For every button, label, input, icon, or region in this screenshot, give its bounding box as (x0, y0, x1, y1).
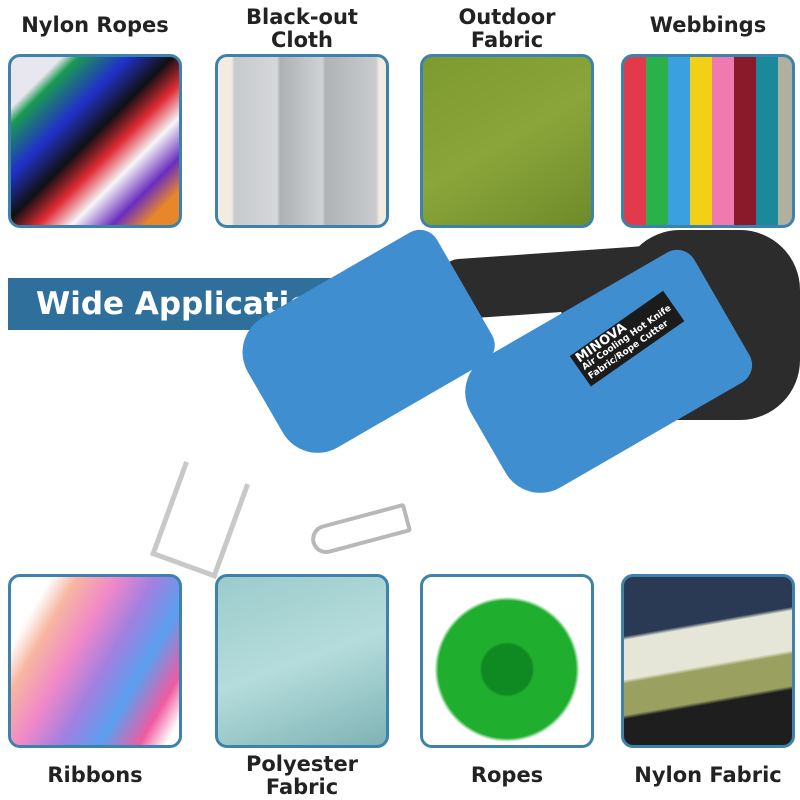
tile-polyester-fabric (215, 574, 389, 748)
label-polyester-fabric: Polyester Fabric (245, 752, 359, 799)
tile-nylon-ropes (8, 54, 182, 228)
tile-webbings (621, 54, 795, 228)
label-ropes: Ropes (470, 763, 544, 787)
label-nylon-fabric: Nylon Fabric (634, 763, 782, 787)
label-nylon-ropes: Nylon Ropes (21, 13, 169, 37)
tile-outdoor-fabric (420, 54, 594, 228)
tile-ropes (420, 574, 594, 748)
label-ribbons: Ribbons (47, 763, 143, 787)
label-blackout-cloth: Black-out Cloth (246, 5, 358, 52)
label-outdoor-fabric: Outdoor Fabric (458, 5, 556, 52)
tile-ribbons (8, 574, 182, 748)
tile-nylon-fabric (621, 574, 795, 748)
tile-blackout-cloth (215, 54, 389, 228)
label-webbings: Webbings (649, 13, 767, 37)
